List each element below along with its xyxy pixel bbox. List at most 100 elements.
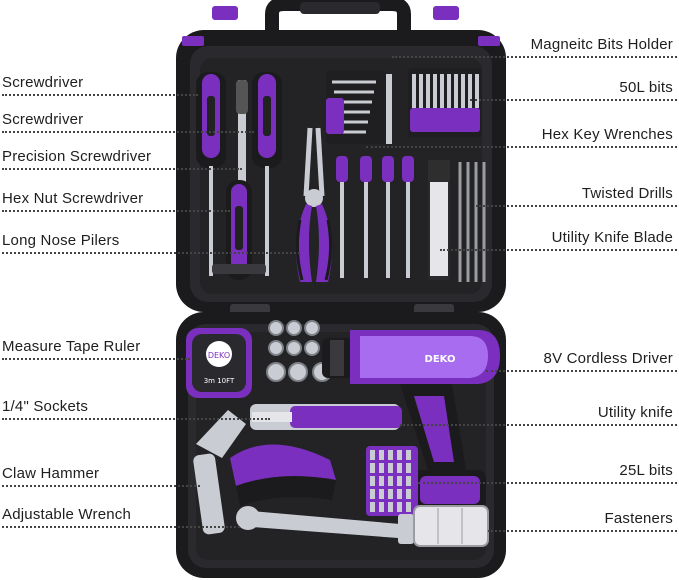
callout-line [486, 370, 677, 372]
callout-screwdriver-1: Screwdriver [2, 74, 84, 91]
socket [266, 362, 286, 382]
bit [370, 502, 375, 512]
callout-measure-tape: Measure Tape Ruler [2, 338, 141, 355]
bit [370, 489, 375, 499]
socket [268, 340, 284, 356]
precision-screwdriver-set [336, 156, 414, 278]
callout-line [440, 249, 677, 251]
socket [304, 340, 320, 356]
case-handle [212, 0, 459, 42]
socket [286, 320, 302, 336]
callout-line [2, 485, 200, 487]
callout-adjustable-wrench: Adjustable Wrench [2, 506, 132, 523]
bit [468, 74, 472, 108]
socket [288, 362, 308, 382]
precision-screwdriver [236, 80, 248, 190]
hex-key-wrenches [326, 70, 386, 144]
bit [397, 463, 402, 473]
bit [447, 74, 451, 108]
bit [406, 463, 411, 473]
callout-line [2, 168, 242, 170]
socket [286, 340, 302, 356]
tape-brand-text: DEKO [208, 351, 230, 360]
screwdriver-large-1 [196, 72, 226, 276]
bit [379, 450, 384, 460]
bit [370, 476, 375, 486]
callout-utility-knife: Utility knife [597, 404, 673, 421]
callout-line [2, 252, 300, 254]
bit [419, 74, 423, 108]
long-nose-pliers [295, 127, 333, 282]
callout-line [400, 424, 677, 426]
callout-line [366, 146, 677, 148]
callout-screwdriver-2: Screwdriver [2, 111, 84, 128]
bits-50l [408, 68, 482, 138]
bit [412, 74, 416, 108]
callout-bits-25l: 25L bits [619, 462, 673, 479]
bit [406, 502, 411, 512]
callout-magnetic-bits-holder: Magneitc Bits Holder [530, 36, 673, 53]
drill-brand-text: DEKO [425, 354, 456, 365]
bit [388, 489, 393, 499]
bit [379, 489, 384, 499]
bit [388, 476, 393, 486]
bit [454, 74, 458, 108]
magnetic-bits-holder [386, 74, 392, 144]
callout-line [2, 358, 190, 360]
callout-line [2, 418, 270, 420]
fasteners [413, 505, 489, 547]
callout-claw-hammer: Claw Hammer [2, 465, 100, 482]
cordless-driver: DEKO [322, 330, 500, 510]
callout-line [488, 530, 677, 532]
callout-sockets: 1/4" Sockets [2, 398, 89, 415]
callout-line [2, 210, 230, 212]
callout-line [2, 526, 240, 528]
callout-fasteners: Fasteners [604, 510, 673, 527]
callout-line [470, 99, 677, 101]
socket [304, 320, 320, 336]
screwdriver-large-2 [252, 72, 282, 276]
hex-nut-screwdriver [226, 180, 252, 280]
callout-cordless-driver: 8V Cordless Driver [543, 350, 673, 367]
screwdriver-rack [212, 264, 266, 274]
callout-line [392, 56, 677, 58]
twisted-drills [458, 162, 486, 282]
bit [406, 476, 411, 486]
measure-tape: DEKO 3m 10FT [186, 328, 252, 398]
utility-knife-blade [428, 160, 450, 280]
callout-hex-key-wrenches: Hex Key Wrenches [541, 126, 673, 143]
bit [406, 450, 411, 460]
bit [461, 74, 465, 108]
bit [370, 450, 375, 460]
callout-bits-50l: 50L bits [619, 79, 673, 96]
socket [268, 320, 284, 336]
callout-line [418, 482, 677, 484]
bit [426, 74, 430, 108]
callout-hex-nut-screwdriver: Hex Nut Screwdriver [2, 190, 144, 207]
tape-length-text: 3m 10FT [204, 377, 235, 385]
bit [379, 476, 384, 486]
bit [397, 476, 402, 486]
bit [433, 74, 437, 108]
bit [397, 450, 402, 460]
callout-line [2, 94, 198, 96]
callout-line [476, 205, 677, 207]
bit [397, 489, 402, 499]
claw-hammer [193, 410, 336, 535]
bit [370, 463, 375, 473]
bit [388, 450, 393, 460]
callout-long-nose-pliers: Long Nose Pilers [2, 232, 120, 249]
callout-twisted-drills: Twisted Drills [581, 185, 673, 202]
bit [379, 463, 384, 473]
callout-utility-knife-blade: Utility Knife Blade [551, 229, 673, 246]
utility-knife [250, 404, 402, 430]
bits-25l [366, 446, 418, 516]
bit [388, 463, 393, 473]
callout-line [2, 131, 254, 133]
bit [397, 502, 402, 512]
bit [388, 502, 393, 512]
bit [440, 74, 444, 108]
bit [379, 502, 384, 512]
adjustable-wrench [236, 506, 414, 544]
